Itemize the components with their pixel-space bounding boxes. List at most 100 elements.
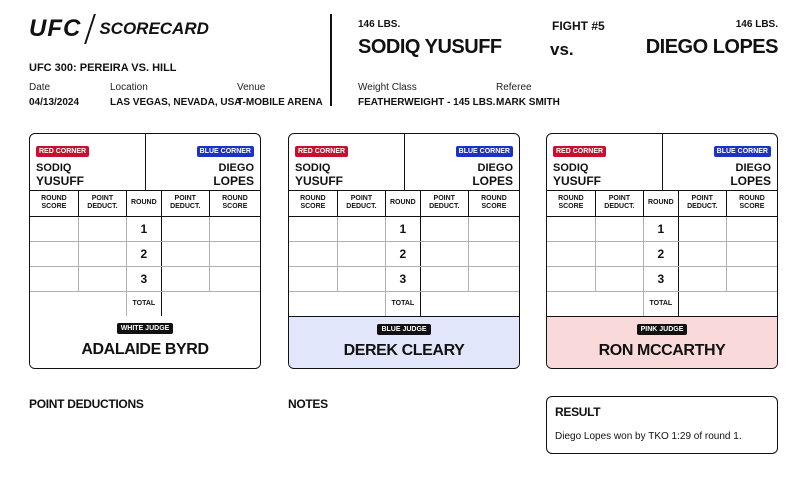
round-number: 3 bbox=[126, 265, 162, 292]
blue-score-cell bbox=[725, 265, 777, 292]
point-deductions-title: POINT DEDUCTIONS bbox=[29, 397, 144, 411]
blue-total-cell bbox=[160, 290, 260, 317]
date-value: 04/13/2024 bbox=[29, 97, 80, 108]
blue-corner: BLUE CORNER DIEGO LOPES bbox=[405, 134, 520, 190]
referee-value: MARK SMITH bbox=[496, 97, 560, 108]
venue-field: Venue T-MOBILE ARENA bbox=[237, 82, 323, 108]
blue-corner-badge: BLUE CORNER bbox=[455, 146, 513, 157]
red-corner: RED CORNER SODIQ YUSUFF bbox=[547, 134, 663, 190]
red-corner-fighter: SODIQ YUSUFF bbox=[553, 162, 656, 188]
red-fighter-weight: 146 LBS. bbox=[358, 19, 401, 30]
blue-corner-fighter: DIEGO LOPES bbox=[669, 162, 771, 188]
judge-name: DEREK CLEARY bbox=[343, 342, 465, 359]
notes-title: NOTES bbox=[288, 397, 328, 411]
result-text: Diego Lopes won by TKO 1:29 of round 1. bbox=[555, 431, 742, 442]
blue-score-cell bbox=[467, 240, 519, 267]
red-score-cell bbox=[547, 215, 596, 242]
blue-score-cell bbox=[208, 265, 260, 292]
judge-footer: PINK JUDGE RON MCCARTHY bbox=[547, 316, 777, 368]
red-corner: RED CORNER SODIQ YUSUFF bbox=[30, 134, 146, 190]
round-number: 1 bbox=[126, 215, 162, 242]
red-deduct-cell bbox=[594, 240, 645, 267]
logo-divider bbox=[84, 14, 97, 44]
blue-score-cell bbox=[467, 265, 519, 292]
referee-field: Referee MARK SMITH bbox=[496, 82, 560, 108]
result-box: RESULT Diego Lopes won by TKO 1:29 of ro… bbox=[546, 396, 778, 454]
red-corner-fighter: SODIQ YUSUFF bbox=[295, 162, 398, 188]
corners-header: RED CORNER SODIQ YUSUFF BLUE CORNER DIEG… bbox=[30, 134, 260, 191]
header-divider bbox=[330, 14, 332, 106]
red-corner-badge: RED CORNER bbox=[553, 146, 607, 157]
blue-corner-fighter: DIEGO LOPES bbox=[152, 162, 254, 188]
blue-deduct-cell bbox=[419, 215, 469, 242]
round-row: 3 bbox=[547, 265, 777, 292]
location-value: LAS VEGAS, NEVADA, USA bbox=[110, 97, 242, 108]
blue-corner: BLUE CORNER DIEGO LOPES bbox=[146, 134, 261, 190]
date-label: Date bbox=[29, 82, 51, 93]
red-deduct-cell bbox=[77, 265, 128, 292]
blue-deduct-cell bbox=[677, 265, 727, 292]
round-header: ROUND bbox=[643, 191, 679, 217]
judge-scorecard-1: RED CORNER SODIQ YUSUFF BLUE CORNER DIEG… bbox=[29, 133, 261, 369]
result-title: RESULT bbox=[555, 405, 601, 419]
red-total-cell bbox=[289, 290, 387, 317]
round-header: ROUND bbox=[126, 191, 162, 217]
blue-fighter-name: DIEGO LOPES bbox=[645, 36, 779, 58]
blue-deduct-cell bbox=[160, 215, 210, 242]
total-label: TOTAL bbox=[643, 290, 679, 317]
red-deduct-cell bbox=[77, 240, 128, 267]
blue-total-cell bbox=[677, 290, 777, 317]
red-first-name: SODIQ bbox=[36, 162, 72, 174]
judge-name: RON MCCARTHY bbox=[598, 342, 726, 359]
red-fighter-name: SODIQ YUSUFF bbox=[358, 36, 502, 58]
red-score-cell bbox=[289, 240, 338, 267]
round-number: 2 bbox=[126, 240, 162, 267]
blue-fighter-weight: 146 LBS. bbox=[735, 19, 778, 30]
round-row: 2 bbox=[30, 240, 260, 267]
red-total-cell bbox=[547, 290, 645, 317]
round-row: 1 bbox=[547, 215, 777, 242]
red-last-name: YUSUFF bbox=[295, 174, 343, 188]
red-deduct-cell bbox=[336, 215, 387, 242]
round-number: 3 bbox=[643, 265, 679, 292]
round-number: 2 bbox=[385, 240, 421, 267]
weight-class-label: Weight Class bbox=[358, 82, 417, 93]
blue-deduct-cell bbox=[419, 265, 469, 292]
round-row: 1 bbox=[289, 215, 519, 242]
judge-footer: BLUE JUDGE DEREK CLEARY bbox=[289, 316, 519, 368]
round-number: 1 bbox=[385, 215, 421, 242]
red-corner: RED CORNER SODIQ YUSUFF bbox=[289, 134, 405, 190]
judge-badge: WHITE JUDGE bbox=[116, 323, 174, 334]
blue-last-name: LOPES bbox=[213, 174, 254, 188]
round-number: 2 bbox=[643, 240, 679, 267]
blue-last-name: LOPES bbox=[730, 174, 771, 188]
judge-footer: WHITE JUDGE ADALAIDE BYRD bbox=[30, 316, 260, 368]
blue-total-cell bbox=[419, 290, 519, 317]
blue-deduct-cell bbox=[677, 240, 727, 267]
red-score-cell bbox=[289, 265, 338, 292]
red-corner-badge: RED CORNER bbox=[295, 146, 349, 157]
referee-label: Referee bbox=[496, 82, 532, 93]
red-last-name: YUSUFF bbox=[553, 174, 601, 188]
logo-subtitle: SCORECARD bbox=[99, 19, 209, 38]
red-deduct-cell bbox=[77, 215, 128, 242]
red-corner-badge: RED CORNER bbox=[36, 146, 90, 157]
blue-corner-badge: BLUE CORNER bbox=[713, 146, 771, 157]
blue-corner: BLUE CORNER DIEGO LOPES bbox=[663, 134, 778, 190]
blue-first-name: DIEGO bbox=[477, 162, 513, 174]
event-title: UFC 300: PEREIRA VS. HILL bbox=[29, 62, 177, 74]
red-score-cell bbox=[30, 240, 79, 267]
weight-class-field: Weight Class FEATHERWEIGHT - 145 LBS. bbox=[358, 82, 495, 108]
blue-deduct-cell bbox=[160, 265, 210, 292]
round-row: 3 bbox=[30, 265, 260, 292]
red-last-name: YUSUFF bbox=[36, 174, 84, 188]
location-field: Location LAS VEGAS, NEVADA, USA bbox=[110, 82, 242, 108]
